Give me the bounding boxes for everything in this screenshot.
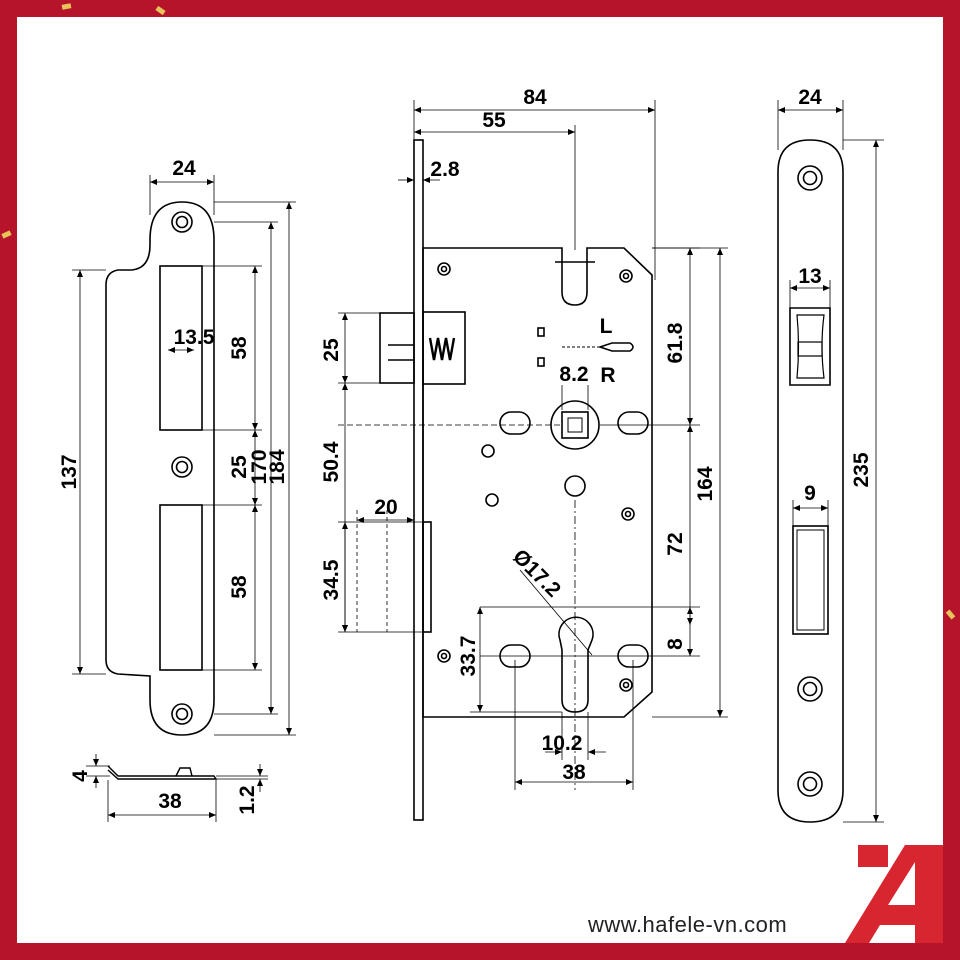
euro-cylinder-cutout (558, 616, 594, 713)
latch-opening-label: 13 (798, 265, 821, 288)
hole-spacing-label: 38 (562, 761, 586, 784)
backset-label: 55 (482, 109, 506, 132)
faceplate-dimension-lines (777, 100, 884, 823)
latch-bolt (379, 312, 415, 384)
lock-body-dimension-lines (338, 100, 728, 790)
strike-gap-label: 25 (228, 455, 251, 479)
faceplate-labels: 24 13 9 235 (798, 86, 873, 505)
strike-slot-width-label: 13.5 (174, 326, 215, 349)
bolt-opening-label: 9 (804, 482, 816, 505)
strike-overall-length-label: 184 (266, 449, 289, 484)
strike-thickness-label: 1.2 (236, 785, 259, 814)
strike-plate-side-view (86, 754, 268, 822)
strike-lower-slot-label: 58 (228, 575, 251, 599)
drawing-sheet (17, 17, 943, 943)
faceplate-outline (777, 139, 844, 823)
deadbolt (422, 521, 432, 633)
center-distance-label: 72 (664, 532, 687, 555)
cylinder-diameter-label: Ø17.2 (508, 545, 565, 602)
strike-plate-dimension-lines (72, 175, 296, 736)
overall-depth-label: 84 (523, 86, 547, 109)
strike-upper-slot-label: 58 (228, 336, 251, 360)
faceplate-length-label: 235 (850, 452, 873, 487)
lock-case-outline (422, 247, 653, 718)
faceplate-width-label: 24 (798, 86, 822, 109)
latch-opening (789, 307, 831, 386)
cylinder-bottom-label: 33.7 (457, 636, 480, 677)
case-height-label: 164 (694, 466, 717, 501)
bolt-throw-label: 20 (374, 496, 397, 519)
direction-right-label: R (600, 364, 615, 387)
lock-body (379, 139, 653, 821)
strike-width-label: 24 (172, 157, 196, 180)
upper-slot (159, 265, 203, 431)
faceplate-thickness-label: 2.8 (430, 158, 460, 181)
strike-lip-length-label: 137 (58, 454, 81, 489)
top-to-spindle-label: 61.8 (664, 322, 687, 363)
spindle-size-label: 8.2 (559, 363, 588, 386)
lock-faceplate (413, 139, 424, 821)
website-url: www.hafele-vn.com (588, 912, 788, 937)
deadbolt-height-label: 34.5 (320, 559, 343, 600)
faceplate (777, 139, 844, 823)
direction-left-label: L (600, 315, 613, 338)
strike-inner-length-label: 170 (248, 449, 271, 484)
strike-plate-outline (105, 201, 215, 736)
cylinder-width-label: 10.2 (542, 732, 583, 755)
cylinder-offset-label: 8 (664, 638, 687, 650)
strike-plate-labels: 24 13.5 58 25 58 170 184 137 4 38 1.2 (58, 157, 289, 815)
bolt-opening (792, 525, 829, 635)
hafele-logo-icon (845, 845, 943, 943)
lock-body-labels: 84 55 2.8 25 50.4 20 34.5 L R 8.2 61.8 1… (320, 86, 717, 784)
latch-height-label: 25 (320, 338, 343, 362)
strike-plate (105, 201, 215, 736)
strike-side-depth-label: 38 (158, 790, 182, 813)
latch-to-spindle-label: 50.4 (320, 441, 343, 482)
strike-side-offset-label: 4 (69, 770, 92, 782)
lower-slot (159, 504, 203, 671)
